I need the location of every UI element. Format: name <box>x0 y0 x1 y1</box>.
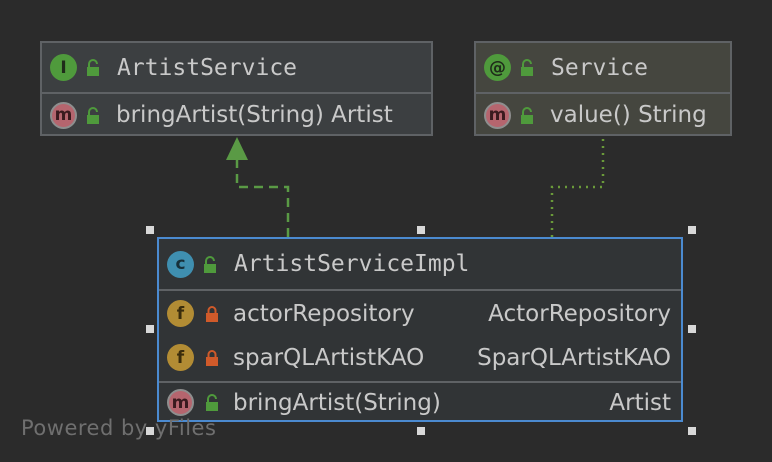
node-title: ArtistServiceImpl <box>234 251 470 277</box>
resize-handle-top-right[interactable] <box>688 226 696 234</box>
private-lock-icon <box>206 306 218 322</box>
public-lock-icon <box>206 394 218 411</box>
method-return-type: Artist <box>609 389 671 416</box>
method-icon: m <box>484 101 511 129</box>
annotation-icon: @ <box>484 54 511 81</box>
method-name: bringArtist(String) <box>233 389 441 416</box>
method-icon: m <box>50 101 77 129</box>
node-title: ArtistService <box>117 54 298 81</box>
field-type: ActorRepository <box>488 300 671 327</box>
fields-section: f actorRepository ActorRepository f spar… <box>159 291 681 383</box>
annotation-edge <box>550 136 605 237</box>
implements-arrowhead <box>226 137 248 160</box>
public-lock-icon <box>521 106 533 124</box>
field-type: SparQLArtistKAO <box>477 344 671 371</box>
public-lock-icon <box>87 59 99 76</box>
field-name: actorRepository <box>233 300 415 327</box>
artist-service-impl-header: c ArtistServiceImpl <box>159 239 681 291</box>
field-icon: f <box>167 344 194 371</box>
artist-service-header: I ArtistService <box>42 43 431 94</box>
class-icon: c <box>167 250 194 278</box>
resize-handle-left[interactable] <box>146 325 154 333</box>
implements-edge <box>235 160 290 237</box>
resize-handle-right[interactable] <box>688 325 696 333</box>
private-lock-icon <box>206 350 218 366</box>
method-icon: m <box>167 389 194 416</box>
resize-handle-top[interactable] <box>417 226 425 234</box>
method-row: m bringArtist(String) Artist <box>42 94 431 136</box>
resize-handle-bottom[interactable] <box>417 427 425 435</box>
resize-handle-bottom-right[interactable] <box>688 427 696 435</box>
resize-handle-top-left[interactable] <box>146 226 154 234</box>
method-row: m value() String <box>476 94 730 136</box>
field-row: f sparQLArtistKAO SparQLArtistKAO <box>159 336 681 379</box>
method-row: m bringArtist(String) Artist <box>159 383 681 422</box>
method-signature: value() String <box>550 102 707 128</box>
public-lock-icon <box>204 255 216 273</box>
field-row: f actorRepository ActorRepository <box>159 291 681 336</box>
interface-icon: I <box>50 54 77 81</box>
service-node[interactable]: @ Service m value() String <box>474 41 732 136</box>
resize-handle-bottom-left[interactable] <box>146 427 154 435</box>
field-name: sparQLArtistKAO <box>233 344 425 371</box>
node-title: Service <box>551 54 648 81</box>
artist-service-impl-node[interactable]: c ArtistServiceImpl f actorRepository Ac… <box>157 237 683 422</box>
public-lock-icon <box>87 106 99 124</box>
method-signature: bringArtist(String) Artist <box>116 102 393 128</box>
public-lock-icon <box>521 59 533 76</box>
yfiles-watermark: Powered by yFiles <box>21 416 217 440</box>
artist-service-node[interactable]: I ArtistService m bringArtist(String) Ar… <box>40 41 433 136</box>
field-icon: f <box>167 300 194 327</box>
service-header: @ Service <box>476 43 730 94</box>
